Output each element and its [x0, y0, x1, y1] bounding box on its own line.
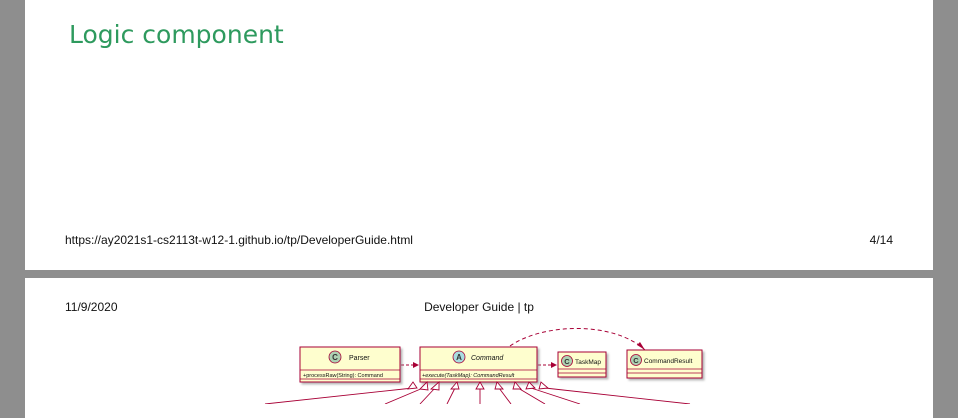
class-parser	[299, 346, 401, 383]
class-method: +processRaw(String): Command	[303, 373, 383, 379]
stereotype-label: C	[564, 357, 570, 366]
class-method: +execute(TaskMap): CommandResult	[422, 373, 515, 379]
class-name: Command	[471, 355, 504, 362]
class-name: CommandResult	[644, 358, 693, 365]
stereotype-label: A	[456, 353, 462, 362]
inheritance-arrowheads	[407, 381, 550, 391]
arrow-head	[551, 362, 557, 368]
logic-class-diagram: C Parser +processRaw(String): Command A …	[264, 327, 703, 404]
class-a-icon	[452, 350, 466, 364]
section-heading: Logic component	[69, 20, 284, 49]
class-c-icon	[328, 350, 342, 364]
class-c-icon	[630, 354, 642, 366]
inheritance-lines	[264, 387, 691, 404]
pdf-page-5: 11/9/2020 Developer Guide | tp C Parser …	[25, 278, 933, 418]
header-title: Developer Guide | tp	[424, 300, 534, 314]
header-date: 11/9/2020	[65, 300, 118, 314]
class-command	[419, 346, 538, 383]
page-number: 4/14	[869, 233, 893, 247]
class-name: Parser	[349, 355, 370, 362]
stereotype-label: C	[332, 353, 338, 362]
class-c-icon	[561, 355, 573, 367]
dependency-arrow	[509, 327, 646, 351]
stereotype-label: C	[633, 356, 639, 365]
arrow-head	[413, 362, 419, 368]
class-name: TaskMap	[575, 359, 601, 366]
arrow-head	[637, 342, 645, 350]
footer-url: https://ay2021s1-cs2113t-w12-1.github.io…	[65, 233, 413, 247]
pdf-page-4: Logic component https://ay2021s1-cs2113t…	[25, 0, 933, 270]
